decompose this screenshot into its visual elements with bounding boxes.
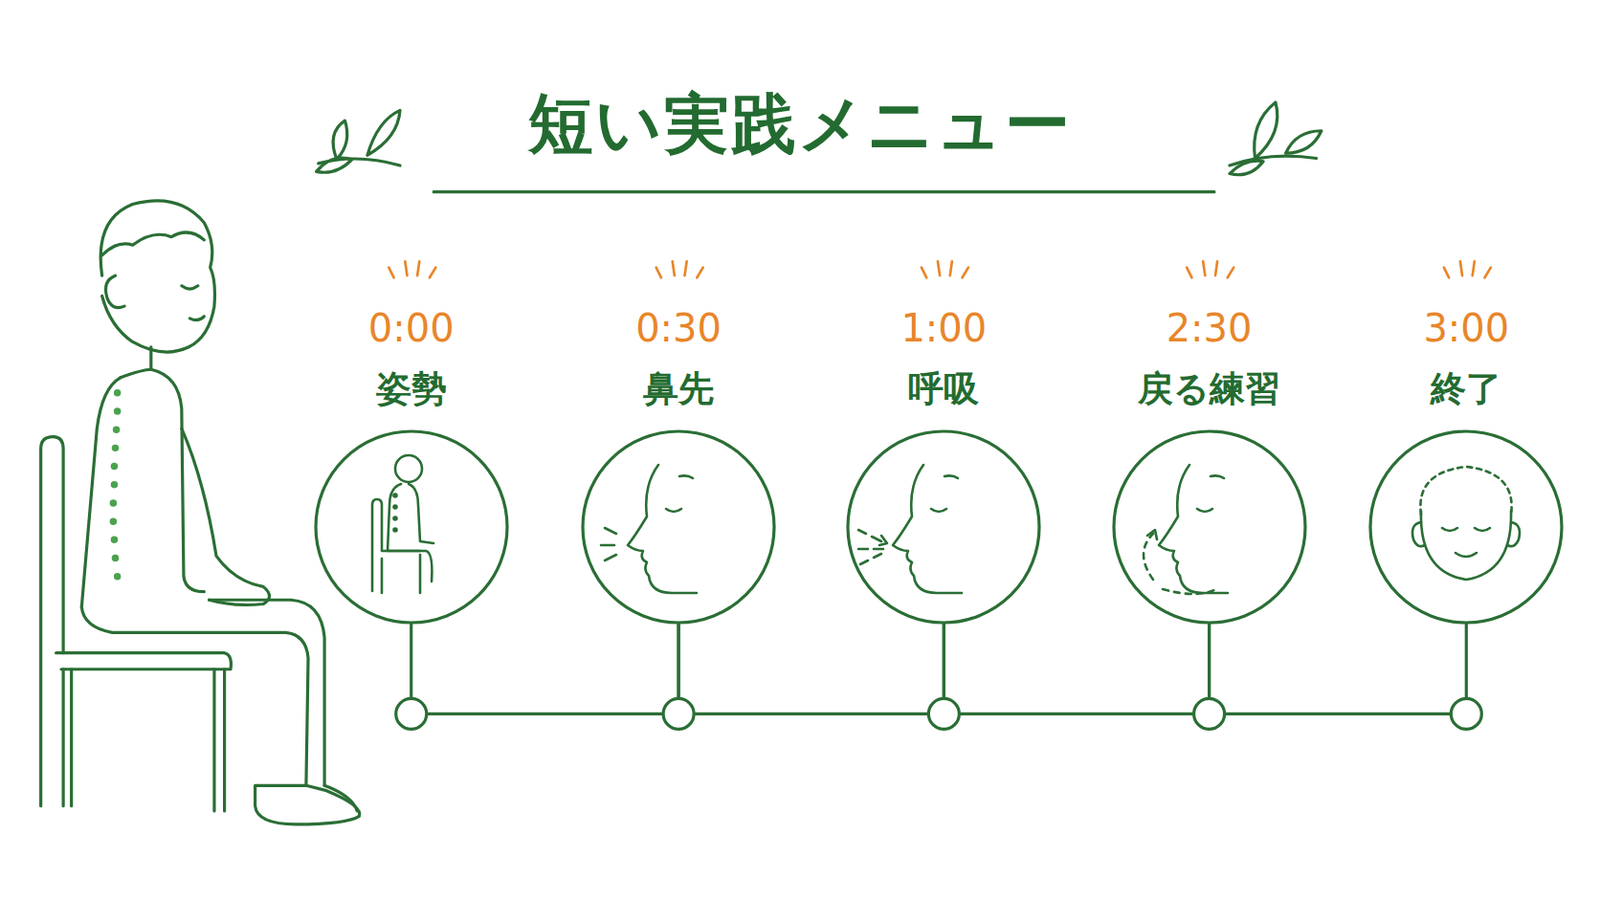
icon-circle	[312, 428, 511, 626]
step-label: 姿勢	[296, 367, 527, 412]
icon	[1143, 465, 1228, 595]
time-label: 2:30	[1094, 304, 1325, 353]
seated-person	[41, 200, 360, 825]
timeline-dot	[396, 698, 427, 730]
timeline-dot	[1194, 698, 1225, 730]
icon-circle	[1111, 428, 1309, 626]
icon-circle	[844, 428, 1043, 626]
step-label: 終了	[1351, 367, 1581, 412]
spine-dots	[110, 389, 122, 580]
step-node: 2:30 戻る練習	[1094, 304, 1325, 626]
step-label: 戻る練習	[1094, 367, 1325, 412]
icon-circle	[1367, 428, 1565, 626]
step-label: 鼻先	[563, 367, 794, 412]
step-label: 呼吸	[828, 367, 1059, 412]
timeline-connector	[411, 622, 679, 714]
step-node: 0:30 鼻先	[563, 304, 794, 626]
time-label: 3:00	[1351, 304, 1581, 353]
icon	[372, 455, 434, 594]
icon	[1412, 466, 1520, 580]
timeline-connector	[1209, 622, 1467, 714]
step-node: 0:00 姿勢	[296, 304, 527, 626]
time-label: 0:30	[563, 304, 794, 353]
leaf-sprig	[1229, 102, 1322, 176]
timeline-connector	[678, 622, 944, 714]
timeline-dot	[928, 698, 959, 730]
timeline-dot	[663, 698, 694, 730]
title-underline	[433, 190, 1215, 194]
leaf-sprig	[316, 110, 400, 173]
step-node: 1:00 呼吸	[828, 304, 1059, 626]
sparkle-ticks	[388, 261, 1491, 278]
timeline-dot	[1450, 698, 1482, 730]
icon-circle	[579, 428, 778, 626]
icon	[600, 465, 697, 594]
step-node: 3:00 終了	[1351, 304, 1581, 626]
time-label: 0:00	[296, 304, 527, 353]
time-label: 1:00	[828, 304, 1059, 353]
icon	[858, 465, 962, 594]
timeline-connector	[943, 622, 1209, 714]
title: 短い実践メニュー	[0, 84, 1600, 165]
